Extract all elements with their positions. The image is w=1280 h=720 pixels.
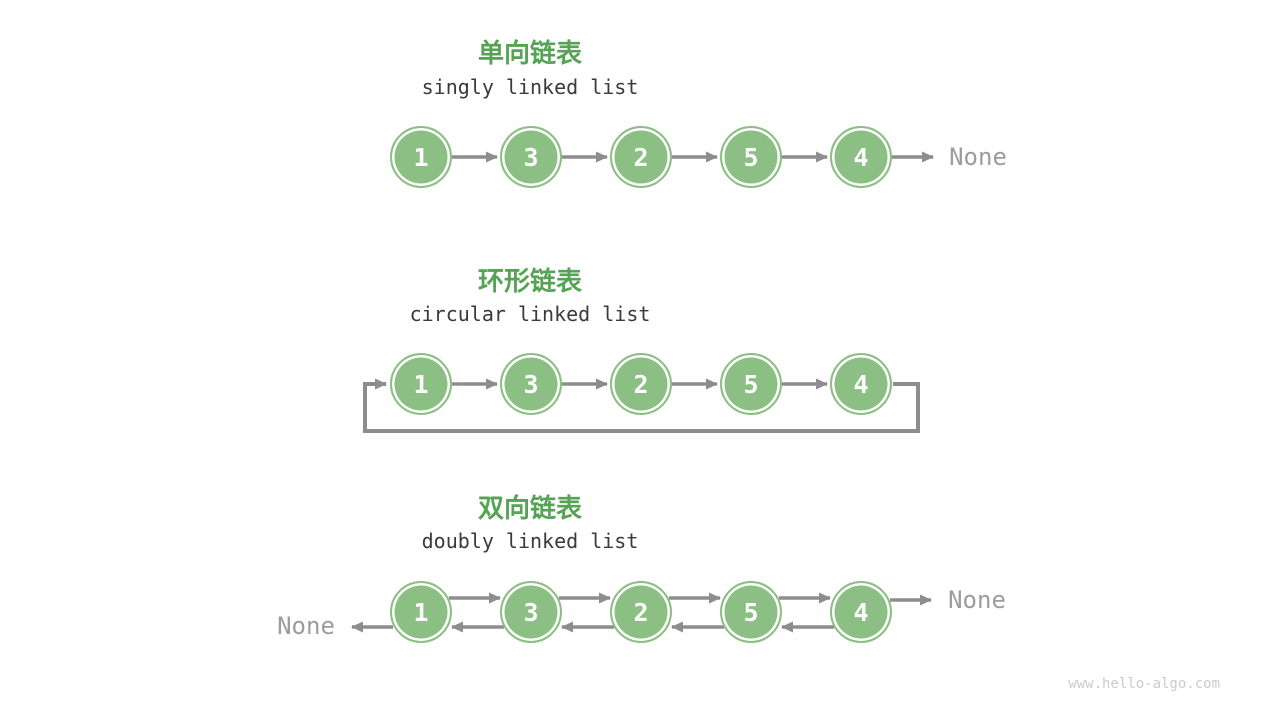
watermark: www.hello-algo.com — [1068, 676, 1220, 692]
node-value: 3 — [523, 142, 539, 172]
section-subtitle-en-doubly: doubly linked list — [421, 529, 639, 553]
list-node: 5 — [720, 126, 782, 188]
node-value: 4 — [853, 597, 869, 627]
node-value: 1 — [413, 369, 429, 399]
list-node: 4 — [830, 126, 892, 188]
list-node: 1 — [390, 581, 452, 643]
circular-back-edge-arrow — [363, 378, 920, 433]
none-label: None — [277, 612, 335, 640]
none-label: None — [948, 586, 1006, 614]
list-node: 1 — [390, 353, 452, 415]
node-value: 2 — [633, 142, 649, 172]
section-title-zh-circular: 环形链表 — [477, 266, 582, 296]
node-value: 2 — [633, 369, 649, 399]
list-node: 3 — [500, 353, 562, 415]
list-node: 3 — [500, 126, 562, 188]
node-value: 1 — [413, 597, 429, 627]
list-node: 2 — [610, 126, 672, 188]
node-value: 3 — [523, 369, 539, 399]
list-node: 2 — [610, 581, 672, 643]
none-label: None — [949, 143, 1007, 171]
section-title-zh-singly: 单向链表 — [477, 38, 582, 68]
node-value: 5 — [743, 142, 759, 172]
list-node: 4 — [830, 353, 892, 415]
node-value: 4 — [853, 369, 869, 399]
section-title-zh-doubly: 双向链表 — [477, 493, 582, 523]
node-value: 1 — [413, 142, 429, 172]
list-node: 1 — [390, 126, 452, 188]
node-value: 2 — [633, 597, 649, 627]
node-value: 3 — [523, 597, 539, 627]
section-subtitle-en-circular: circular linked list — [409, 302, 651, 326]
section-subtitle-en-singly: singly linked list — [421, 75, 639, 99]
list-node: 3 — [500, 581, 562, 643]
list-node: 4 — [830, 581, 892, 643]
node-value: 5 — [743, 597, 759, 627]
node-value: 5 — [743, 369, 759, 399]
node-value: 4 — [853, 142, 869, 172]
list-node: 5 — [720, 353, 782, 415]
list-node: 2 — [610, 353, 672, 415]
list-node: 5 — [720, 581, 782, 643]
